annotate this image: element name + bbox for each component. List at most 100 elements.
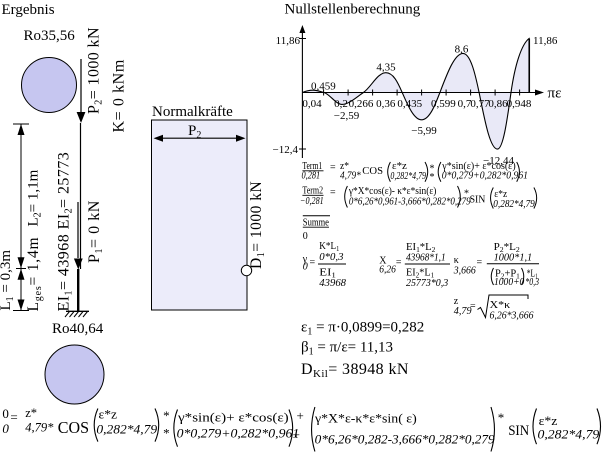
svg-text:0*0,3: 0*0,3 [319,252,343,263]
svg-text:Nullstellenberechnung: Nullstellenberechnung [285,2,421,18]
svg-text:11,86: 11,86 [533,35,558,47]
svg-text:0,281: 0,281 [302,171,321,182]
svg-text:γ*X*cos(ε)- κ*ε*sin(ε): γ*X*cos(ε)- κ*ε*sin(ε) [348,186,436,197]
svg-text:P2= 1000 kN: P2= 1000 kN [86,27,105,114]
svg-text:0,282*4,79: 0,282*4,79 [390,171,426,182]
svg-text:Ro40,64: Ro40,64 [52,321,104,337]
svg-text:0*6,26*0,961-3,666*0,282*0,279: 0*6,26*0,961-3,666*0,282*0,279 [349,197,471,208]
svg-text:*: * [498,410,505,425]
svg-text:0,77: 0,77 [470,98,490,110]
svg-text:4,79*: 4,79* [25,420,54,435]
svg-text:0: 0 [2,406,8,421]
svg-text:=: = [310,258,316,269]
svg-text:z*: z* [25,405,37,420]
svg-text:EI2*L1: EI2*L1 [406,268,435,280]
svg-text:EI1*L2: EI1*L2 [406,242,436,254]
svg-text:z: z [454,296,459,307]
svg-text:SIN: SIN [470,194,486,206]
svg-text:6,26: 6,26 [379,265,396,276]
svg-text:DKil= 38948 kN: DKil= 38948 kN [301,361,409,380]
svg-text:κ: κ [454,255,459,266]
svg-text:ε*z: ε*z [392,161,408,172]
svg-text:L2= 1,1m: L2= 1,1m [26,169,44,226]
svg-text:Term2: Term2 [302,186,323,197]
svg-text:γ*X*ε-κ*ε*sin( ε): γ*X*ε-κ*ε*sin( ε) [314,411,417,426]
svg-text:−12,44: −12,44 [483,155,514,167]
svg-text:L1 = 0,3m: L1 = 0,3m [0,250,16,311]
svg-text:γ*sin(ε)+ ε*cos(ε): γ*sin(ε)+ ε*cos(ε) [177,410,289,425]
svg-text:4,35: 4,35 [376,62,396,74]
svg-text:1000+0: 1000+0 [494,277,524,288]
svg-text:=: = [396,258,402,269]
svg-text:0,459: 0,459 [311,81,336,93]
svg-text:K*L1: K*L1 [319,241,339,253]
svg-text:*: * [430,164,435,175]
svg-text:0,948: 0,948 [507,98,532,110]
svg-text:Ro35,56: Ro35,56 [24,28,76,44]
svg-text:6,26*3,666: 6,26*3,666 [490,311,534,322]
svg-text:0: 0 [303,262,308,273]
svg-text:EI1= 43968 EI2= 25773: EI1= 43968 EI2= 25773 [56,152,75,312]
svg-text:0: 0 [303,231,308,242]
svg-text:ε*z: ε*z [99,407,118,422]
svg-text:ε1 = π·0,0899=0,282: ε1 = π·0,0899=0,282 [301,320,424,338]
svg-text:=: = [470,301,476,312]
svg-text:0,599: 0,599 [431,98,456,110]
svg-text:*: * [163,408,170,423]
svg-text:0,282*4,79: 0,282*4,79 [493,199,535,210]
svg-text:0*6,26*0,282-3,666*0,282*0,279: 0*6,26*0,282-3,666*0,282*0,279 [315,432,495,447]
svg-text:−12,4: −12,4 [273,144,299,156]
svg-text:Term1: Term1 [302,161,322,172]
svg-text:4,79: 4,79 [454,306,472,317]
svg-text:0,282*4,79: 0,282*4,79 [538,427,600,442]
svg-text:3,666: 3,666 [453,266,476,277]
svg-text:0*0,279+0,282*0,961: 0*0,279+0,282*0,961 [177,426,300,441]
svg-text:−5,99: −5,99 [411,125,437,137]
svg-text:z*: z* [340,161,349,172]
svg-text:K= 0 kNm: K= 0 kNm [111,59,128,132]
svg-text:43968: 43968 [319,278,346,289]
svg-text:0: 0 [2,421,9,436]
svg-text:*0,3: *0,3 [525,277,539,288]
svg-text:*: * [464,189,469,200]
svg-text:0,86: 0,86 [488,98,508,110]
svg-text:*: * [430,172,435,183]
svg-text:SIN: SIN [508,423,529,439]
svg-text:−2,59: −2,59 [334,110,360,122]
svg-text:D1= 1000 kN: D1= 1000 kN [248,181,267,269]
svg-text:0,282*4,79: 0,282*4,79 [96,422,157,437]
svg-text:β1 = π/ε= 11,13: β1 = π/ε= 11,13 [301,339,393,357]
svg-text:X: X [379,256,387,267]
svg-text:γ*sin(ε)+ ε*cos(ε): γ*sin(ε)+ ε*cos(ε) [441,161,515,172]
svg-text:*: * [163,426,170,441]
svg-text:0,2: 0,2 [334,98,348,110]
svg-text:4,79*: 4,79* [340,171,361,182]
svg-text:=: = [330,163,336,174]
svg-text:ε*z: ε*z [539,413,558,428]
svg-text:1000*1,1: 1000*1,1 [494,253,533,264]
svg-text:25773*0,3: 25773*0,3 [406,278,448,289]
svg-text:P1= 0 kN: P1= 0 kN [86,200,105,263]
svg-text:γ: γ [302,254,308,265]
svg-text:+: + [293,427,300,442]
svg-text:8,6: 8,6 [455,44,469,56]
svg-text:+: + [297,408,304,423]
svg-text:0,7: 0,7 [458,98,472,110]
svg-text:Normalkräfte: Normalkräfte [152,104,233,120]
svg-text:=: = [10,409,17,424]
svg-text:*L1: *L1 [527,269,538,281]
svg-text:=: = [330,187,336,198]
svg-text:43968*1,1: 43968*1,1 [406,253,446,264]
svg-text:=: = [477,258,483,269]
svg-text:11,86: 11,86 [276,35,301,47]
svg-text:X*κ: X*κ [490,300,511,311]
svg-text:Ergebnis: Ergebnis [2,2,55,18]
svg-text:0,36: 0,36 [376,98,396,110]
svg-text:πε: πε [548,86,562,102]
svg-text:COS: COS [362,165,383,177]
svg-text:0,435: 0,435 [397,98,422,110]
svg-text:Lges= 1,4m: Lges= 1,4m [25,237,44,312]
svg-text:Summe: Summe [303,218,330,229]
svg-text:COS: COS [58,418,89,437]
svg-text:−0,281: −0,281 [300,196,324,207]
